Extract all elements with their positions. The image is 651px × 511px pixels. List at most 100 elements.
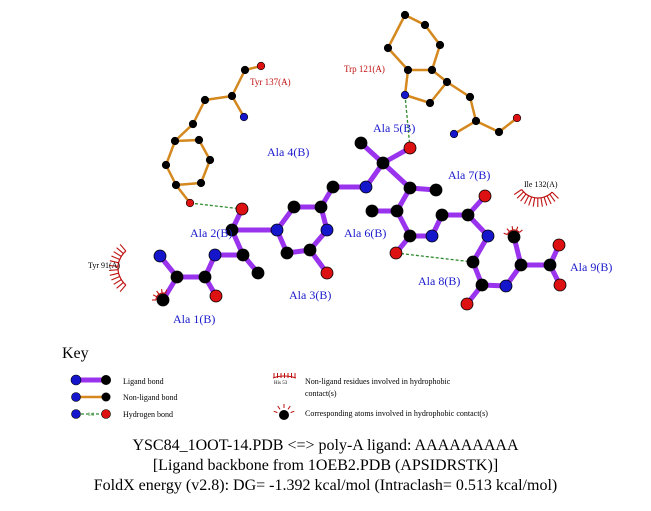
hydrophobic-residue-label: Tyr 91(A): [88, 261, 120, 270]
ligand-atom: [314, 200, 328, 214]
nonligand-bond: [191, 98, 207, 126]
ligand-atom: [359, 180, 373, 194]
contact-atom-lash-lash: [519, 229, 523, 233]
key-ligand-bond-label: Ligand bond: [123, 377, 164, 386]
contact-atom-lash-lash: [515, 226, 519, 231]
ligand-atom: [466, 255, 480, 269]
nonligand-atom: [425, 98, 435, 108]
nonligand-atom: [171, 180, 181, 190]
nonligand-atom: [471, 116, 481, 126]
ligand-atom: [553, 278, 567, 292]
ligand-atom: [280, 246, 294, 260]
ligand-atom: [460, 297, 474, 311]
key-hbond-length: 3.0: [88, 413, 95, 418]
ligand-atom: [481, 229, 495, 243]
ligand-atom: [236, 248, 250, 262]
nonligand-atom: [194, 135, 204, 145]
ligand-atom: [235, 202, 249, 216]
ligand-atom: [320, 266, 334, 280]
ligand-atom: [390, 204, 404, 218]
ligand-atom: [208, 248, 222, 262]
contact-atom-lash-lash: [503, 232, 508, 236]
ligand-atom: [287, 200, 301, 214]
hydrophobic-arc-ile132-lash: [532, 197, 536, 207]
hydrogen-bond: [404, 94, 411, 149]
hydrophobic-arc-tyr91: [109, 243, 127, 293]
ligand-atom: [251, 266, 265, 280]
ligand-atom: [403, 229, 417, 243]
ligand-residue-label: Ala 3(B): [289, 288, 331, 302]
ligand-atom: [435, 208, 449, 222]
nonligand-atom: [196, 178, 206, 188]
nonligand-bond: [199, 158, 212, 185]
nonligand-residue-label: Tyr 137(A): [250, 77, 291, 87]
nonligand-atom: [205, 155, 215, 165]
key-symbols: [70, 373, 297, 420]
key-hydrophobic-residues-label: Non-ligand residues involved in hydropho…: [305, 377, 451, 386]
key-carbon-atom: [101, 375, 111, 385]
hydrophobic-arc-tyr91-lash: [111, 255, 120, 261]
nonligand-atom: [240, 65, 250, 75]
ligand-residue-label: Ala 9(B): [570, 260, 612, 274]
nonligand-bond: [203, 94, 234, 102]
hydrophobic-arc-ile132-lash: [540, 197, 543, 207]
hydrophobic-arc-tyr91-lash: [109, 272, 119, 276]
key-lash: [287, 405, 291, 410]
ligand-residue-label: Ala 5(B): [373, 121, 415, 135]
ligand-atom: [507, 230, 521, 244]
ligand-atom: [425, 229, 439, 243]
nonligand-bond: [403, 68, 410, 97]
ligand-atom: [270, 223, 284, 237]
key-lash: [273, 410, 278, 414]
ligand-atom: [403, 141, 417, 155]
nonligand-atom: [400, 90, 410, 100]
nonligand-atom: [185, 198, 195, 208]
ligand-atom: [156, 293, 170, 307]
ligand-atom: [499, 279, 513, 293]
ligand-atom: [326, 180, 340, 194]
caption-line-2: [Ligand backbone from 1OEB2.PDB (APSIDRS…: [152, 457, 499, 474]
nonligand-bond: [468, 95, 478, 123]
nonligand-bond: [174, 181, 203, 187]
hydrophobic-arc-ile132-arc: [521, 189, 553, 199]
ligand-residue-label: Ala 4(B): [267, 145, 309, 159]
hydrophobic-arc-tyr91-lash: [109, 260, 119, 264]
nonligand-bond: [173, 122, 195, 143]
ligand-atom: [225, 223, 239, 237]
nonligand-bond: [386, 13, 407, 50]
hydrophobic-arc-tyr91-lash: [116, 281, 124, 289]
nonligand-atom: [400, 10, 410, 20]
key-nonligand-bond-label: Non-ligand bond: [123, 393, 177, 402]
ligand-atom: [354, 136, 368, 150]
hydrophobic-arc-tyr91-lash: [119, 243, 127, 252]
nonligand-bond: [430, 43, 442, 72]
hydrophobic-arc-tyr91-lash: [119, 284, 127, 293]
ligand-atom: [198, 270, 212, 284]
hydrophobic-arc-ile132-lash: [520, 193, 527, 202]
key-nitrogen-atom: [70, 374, 82, 386]
nonligand-atom: [383, 43, 393, 53]
hydrophobic-arc-tyr91-lash: [109, 269, 119, 272]
nonligand-bond: [445, 80, 472, 99]
nonligand-bond: [423, 23, 442, 47]
nonligand-bond: [403, 93, 432, 105]
contact-atom-lash-lash: [511, 226, 514, 231]
nonligand-atom: [200, 95, 210, 105]
hydrophobic-arcs: [109, 189, 559, 301]
contact-atom-lash-lash: [156, 290, 160, 295]
key-carbon-atom: [101, 392, 111, 402]
hydrophobic-arc-ile132-lash: [551, 191, 559, 199]
nonligand-bond: [386, 46, 410, 72]
nonligand-atom: [442, 77, 452, 87]
nonligand-atom: [449, 129, 459, 139]
key-hydrophobic-atoms-label: Corresponding atoms involved in hydropho…: [305, 409, 488, 418]
nonligand-atom: [403, 65, 413, 75]
ligand-atom: [303, 243, 317, 257]
key-hydrophobic-residues-label-cont: contact(s): [305, 389, 337, 398]
nonligand-atom: [427, 65, 437, 75]
ligand-atom: [514, 258, 528, 272]
hydrophobic-arc-ile132-lash: [513, 189, 522, 196]
contact-atom-lash-lash: [506, 228, 510, 232]
key-lash: [277, 405, 281, 410]
nonligand-atom: [435, 40, 445, 50]
